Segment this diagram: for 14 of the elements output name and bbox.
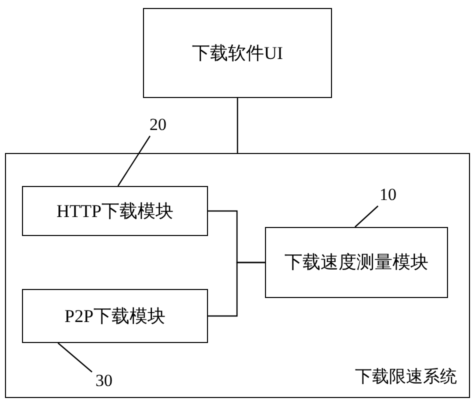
connector-line <box>236 98 238 153</box>
system-label: 下载限速系统 <box>355 366 457 388</box>
module-box: P2P下载模块 <box>22 289 208 343</box>
leader-line <box>118 136 150 186</box>
system-box <box>5 153 470 398</box>
module-box: 下载软件UI <box>143 8 332 98</box>
connector-line <box>208 262 265 317</box>
callout-number: 20 <box>138 114 178 136</box>
module-box: HTTP下载模块 <box>22 186 208 236</box>
module-box: 下载速度测量模块 <box>265 227 448 298</box>
callout-number: 30 <box>84 370 124 392</box>
callout-number: 10 <box>368 184 408 206</box>
leader-line <box>58 342 92 372</box>
leader-line <box>354 206 378 228</box>
